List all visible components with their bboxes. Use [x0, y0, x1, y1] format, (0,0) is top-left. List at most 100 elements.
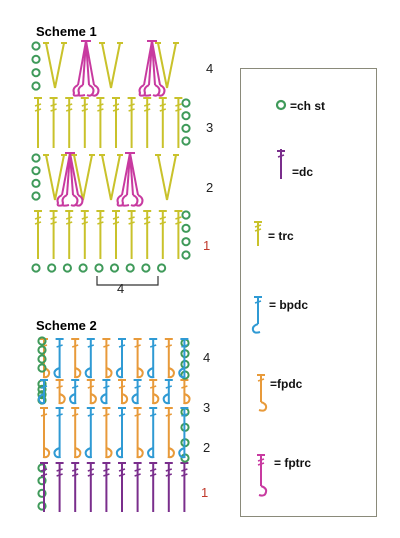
trc-stitch — [143, 97, 152, 148]
bpdc-stitch — [178, 338, 189, 379]
trc-stitch — [158, 210, 167, 259]
dc-icon — [277, 149, 285, 179]
legend-label-bpdc: = bpdc — [269, 298, 309, 312]
trc-v-right — [110, 42, 121, 89]
row-label-2: 2 — [203, 440, 210, 455]
fptrc-hook — [143, 84, 152, 97]
bpdc-stitch — [162, 379, 173, 405]
legend-label-ch-st: =ch st — [290, 99, 326, 113]
bpdc-stitch — [147, 407, 158, 459]
trc-stitch — [143, 210, 152, 259]
fpdc-stitch — [102, 338, 113, 379]
chain-stitch-icon — [125, 263, 135, 273]
trc-v-right — [166, 154, 177, 201]
trc-stitch — [158, 97, 167, 148]
chain-stitch-icon — [275, 99, 287, 111]
fptrc-stitch — [102, 462, 111, 512]
fptrc-hook — [116, 194, 125, 207]
chain-stitch-icon — [37, 476, 47, 486]
chain-stitch-icon — [37, 363, 47, 373]
fptrc-fan-line — [69, 152, 79, 196]
bpdc-stitch — [178, 407, 189, 459]
chain-stitch-icon — [31, 178, 41, 188]
chain-stitch-icon — [181, 250, 191, 260]
chain-stitch-icon — [31, 81, 41, 91]
fptrc-hook — [86, 84, 95, 97]
fpdc-stitch — [133, 407, 144, 459]
bpdc-stitch — [53, 338, 64, 379]
fpdc-stitch — [102, 407, 113, 459]
fpdc-stitch — [40, 407, 51, 459]
fpdc-stitch — [71, 338, 82, 379]
trc-stitch — [49, 97, 58, 148]
chain-stitch-icon — [181, 223, 191, 233]
trc-v-left — [101, 154, 112, 201]
bpdc-icon — [251, 296, 262, 334]
fptrc-stitch — [164, 462, 173, 512]
bpdc-stitch — [84, 407, 95, 459]
trc-stitch — [127, 97, 136, 148]
trc-stitch — [174, 97, 183, 148]
fpdc-stitch — [133, 338, 144, 379]
trc-icon — [254, 221, 262, 246]
chain-stitch-icon — [94, 263, 104, 273]
chain-stitch-icon — [37, 501, 47, 511]
chain-stitch-icon — [31, 263, 41, 273]
fptrc-stitch — [40, 462, 48, 512]
trc-stitch — [112, 97, 120, 148]
fptrc-icon — [257, 454, 268, 497]
fpdc-stitch — [164, 407, 175, 459]
fptrc-hook — [121, 194, 130, 207]
fptrc-fan-line — [129, 152, 139, 196]
chain-stitch-icon — [181, 210, 191, 220]
trc-stitch — [127, 210, 136, 259]
fptrc-hook — [152, 84, 161, 97]
chain-stitch-icon — [181, 237, 191, 247]
fpdc-stitch — [86, 379, 97, 405]
row-label-4: 4 — [206, 61, 213, 76]
bpdc-stitch — [115, 338, 126, 379]
legend-label-fptrc: = fptrc — [274, 456, 312, 470]
fpdc-stitch — [55, 379, 66, 405]
trc-stitch — [174, 210, 183, 259]
fpdc-stitch — [180, 379, 191, 405]
fpdc-stitch — [118, 379, 129, 405]
chain-stitch-icon — [37, 384, 47, 394]
chain-stitch-icon — [31, 153, 41, 163]
trc-stitch — [34, 97, 42, 148]
scheme-1-title: Scheme 1 — [36, 24, 97, 39]
chain-stitch-icon — [78, 263, 88, 273]
row-label-4: 4 — [203, 350, 210, 365]
bpdc-stitch — [69, 379, 80, 405]
trc-stitch — [96, 210, 105, 259]
fptrc-fan-line — [85, 40, 95, 86]
legend-label-fpdc: =fpdc — [270, 377, 303, 391]
trc-v-left — [73, 154, 84, 201]
trc-stitch — [80, 97, 89, 148]
chain-stitch-icon — [62, 263, 73, 273]
trc-stitch — [34, 210, 42, 259]
fptrc-stitch — [118, 462, 126, 512]
trc-v-right — [54, 42, 65, 89]
trc-v-right — [82, 154, 93, 201]
chain-stitch-icon — [37, 390, 47, 400]
row-label-3: 3 — [203, 400, 210, 415]
chain-stitch-icon — [31, 191, 41, 201]
trc-stitch — [96, 97, 105, 148]
trc-v-left — [45, 154, 56, 201]
trc-stitch — [49, 210, 58, 259]
fpdc-stitch — [149, 379, 160, 405]
chain-stitch-icon — [37, 336, 47, 346]
fptrc-stitch — [71, 462, 80, 512]
trc-v-left — [157, 42, 168, 89]
fptrc-stitch — [55, 462, 64, 512]
trc-v-left — [45, 42, 56, 89]
fptrc-hook — [61, 194, 70, 207]
chain-stitch-icon — [157, 263, 167, 273]
fptrc-stitch — [86, 462, 95, 512]
fptrc-hook — [157, 84, 166, 97]
chain-stitch-icon — [37, 463, 47, 473]
repeat-bracket — [96, 276, 159, 286]
trc-v-left — [157, 154, 168, 201]
